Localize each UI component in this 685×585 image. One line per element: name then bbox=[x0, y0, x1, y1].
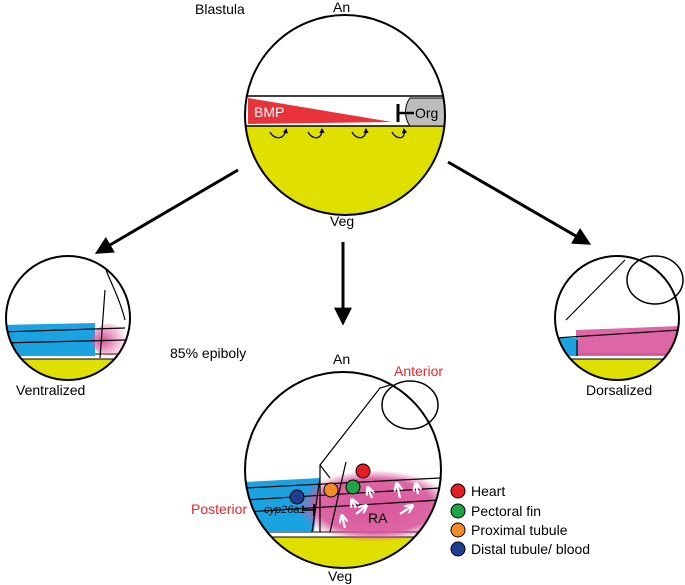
dorsalized-outline bbox=[554, 255, 680, 381]
pectoral-fin-marker bbox=[345, 479, 361, 495]
svg-text:Pectoral fin: Pectoral fin bbox=[471, 503, 541, 519]
transition-arrows bbox=[94, 160, 592, 326]
organizer-region bbox=[405, 97, 445, 127]
signal-curl-arrows bbox=[269, 127, 408, 139]
heart-field-marker bbox=[355, 463, 371, 479]
dorsalized-embryo bbox=[554, 255, 684, 381]
ra-label: RA bbox=[368, 510, 388, 526]
arrow-to-dorsalized bbox=[447, 160, 592, 245]
distal-tubule-marker bbox=[289, 489, 305, 505]
anterior-label: Anterior bbox=[394, 363, 443, 379]
blastula-outline bbox=[244, 14, 446, 216]
ventralized-caption: Ventralized bbox=[16, 382, 85, 398]
proximal-tubule-marker bbox=[323, 482, 339, 498]
posterior-label: Posterior bbox=[191, 501, 247, 517]
legend-item-heart: Heart bbox=[450, 483, 505, 499]
legend-item-proximal-tubule: Proximal tubule bbox=[450, 522, 568, 538]
svg-text:Proximal tubule: Proximal tubule bbox=[471, 522, 568, 538]
blastula-yolk bbox=[245, 126, 445, 215]
blastula-animal-pole-label: An bbox=[333, 0, 350, 15]
ventralized-outline bbox=[5, 255, 131, 381]
cyp26a1-label: cyp26a1 bbox=[264, 504, 306, 516]
legend-item-pectoral-fin: Pectoral fin bbox=[450, 503, 541, 519]
epiboly-embryo: cyp26a1 RA bbox=[244, 371, 442, 569]
blastula-stage-label: Blastula bbox=[195, 1, 245, 17]
organizer-label: Org bbox=[415, 105, 438, 121]
epiboly-animal-pole-label: An bbox=[333, 351, 350, 367]
arrow-to-ventralized bbox=[94, 168, 239, 254]
epiboly-outline bbox=[244, 371, 442, 569]
svg-text:Heart: Heart bbox=[471, 483, 505, 499]
legend: Heart Pectoral fin Proximal tubule Dista… bbox=[450, 483, 590, 557]
svg-text:Distal tubule/ blood: Distal tubule/ blood bbox=[471, 541, 590, 557]
epiboly-stage-label: 85% epiboly bbox=[170, 345, 246, 361]
inhibition-icon bbox=[396, 104, 414, 122]
blastula-vegetal-pole-label: Veg bbox=[330, 213, 354, 229]
ventralized-embryo bbox=[5, 255, 131, 381]
ra-gradient-arrows bbox=[342, 484, 418, 529]
bmp-gradient-wedge bbox=[248, 98, 392, 124]
dorsalized-caption: Dorsalized bbox=[586, 382, 652, 398]
epiboly-vegetal-pole-label: Veg bbox=[328, 568, 352, 584]
cyp26a1-inhibition-icon bbox=[302, 504, 315, 516]
blastula-embryo: BMP Org bbox=[244, 14, 446, 216]
legend-item-distal-tubule-blood: Distal tubule/ blood bbox=[450, 541, 590, 557]
bmp-label: BMP bbox=[254, 104, 284, 120]
